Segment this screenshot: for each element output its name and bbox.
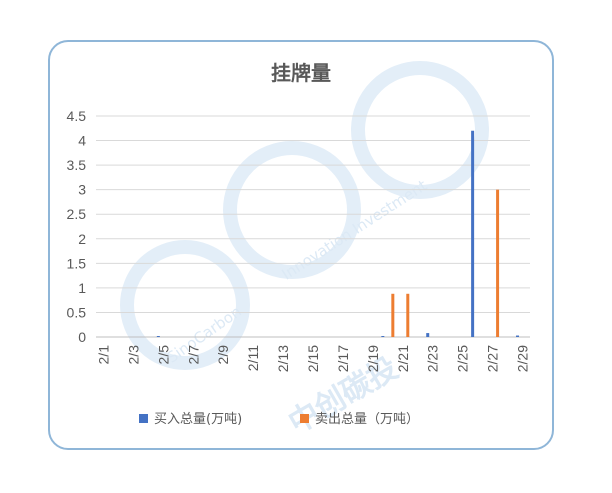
y-tick-label: 1 xyxy=(78,280,86,296)
x-tick-label: 2/23 xyxy=(425,345,441,372)
x-tick-label: 2/27 xyxy=(485,345,501,372)
bar-buy xyxy=(516,335,520,337)
watermark-ring-mid xyxy=(223,141,361,279)
x-axis-ticks: 2/1 2/3 2/5 2/7 2/9 2/11 2/13 2/15 2/17 2/19 2/21 2… xyxy=(95,345,530,372)
legend-swatch xyxy=(139,414,148,423)
bar-buy xyxy=(471,130,475,337)
bar-buy xyxy=(426,333,430,337)
legend-label: 卖出总量（万吨） xyxy=(315,412,419,427)
x-tick-label: 2/29 xyxy=(515,345,531,372)
y-tick-label: 4 xyxy=(78,133,86,149)
bar-sell xyxy=(496,189,500,337)
bar-sell xyxy=(406,293,410,337)
x-tick-label: 2/9 xyxy=(215,345,231,365)
y-tick-label: 0 xyxy=(78,329,86,345)
bar-buy xyxy=(156,336,160,337)
x-tick-label: 2/11 xyxy=(245,345,261,371)
x-tick-label: 2/7 xyxy=(185,345,201,365)
x-tick-label: 2/5 xyxy=(155,345,171,365)
watermark-ring-right xyxy=(351,61,489,199)
x-tick-label: 2/21 xyxy=(395,345,411,372)
y-tick-label: 3 xyxy=(78,182,86,198)
x-tick-label: 2/15 xyxy=(305,345,321,372)
y-tick-label: 2.5 xyxy=(67,206,87,222)
y-tick-label: 4.5 xyxy=(67,108,87,124)
y-axis-ticks: 0 0.5 1 1.5 2 2.5 3 3.5 4 4.5 xyxy=(67,108,87,345)
legend: 买入总量(万吨) 卖出总量（万吨） xyxy=(139,412,419,427)
y-tick-label: 2 xyxy=(78,231,86,247)
bar-buy xyxy=(381,336,385,337)
x-tick-label: 2/1 xyxy=(95,345,111,365)
chart-card xyxy=(48,40,554,450)
y-tick-label: 0.5 xyxy=(67,304,87,320)
y-tick-label: 1.5 xyxy=(67,255,87,271)
watermark-ring-left xyxy=(120,240,250,370)
x-tick-label: 2/13 xyxy=(275,345,291,372)
bar-sell xyxy=(391,293,395,337)
bars xyxy=(156,130,520,337)
legend-label: 买入总量(万吨) xyxy=(154,412,242,427)
x-tick-label: 2/17 xyxy=(335,345,351,372)
grid xyxy=(96,115,530,338)
x-tick-label: 2/19 xyxy=(365,345,381,372)
legend-swatch xyxy=(300,414,309,423)
x-tick-label: 2/3 xyxy=(125,345,141,365)
x-tick-label: 2/25 xyxy=(455,345,471,372)
y-tick-label: 3.5 xyxy=(67,157,87,173)
chart-title: 挂牌量 xyxy=(271,61,331,85)
